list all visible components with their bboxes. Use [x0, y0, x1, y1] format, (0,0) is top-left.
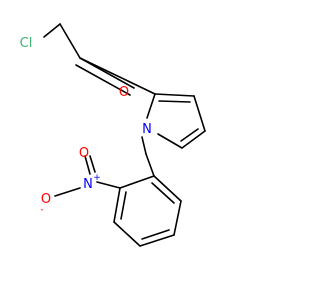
bond-benzene-6-1: [153, 175, 182, 202]
bond-carbonyl-o-b: [75, 64, 131, 96]
atom-cl: Cl: [20, 36, 33, 51]
bond-benzene-5-6: [173, 200, 182, 236]
bond-pyrrole-c3-c4: [193, 95, 206, 132]
atom-labels: Cl O N N + O O -: [20, 36, 152, 215]
bond-ch2-benzene: [145, 153, 155, 177]
atom-nitro-o-double: O: [79, 146, 89, 161]
atom-nitro-o-single: O: [41, 192, 51, 207]
atom-pyrrole-n: N: [142, 122, 152, 137]
atom-carbonyl-o: O: [119, 85, 129, 100]
bond-pyrrole-c2-c3-inner: [158, 100, 191, 103]
bond-nitro-n-o-double-a: [84, 155, 91, 175]
bond-benzene-1-2: [119, 175, 155, 189]
bond-benzene-6-1-inner: [151, 182, 175, 204]
bond-benzene-2-3-inner: [120, 191, 127, 220]
bond-carbonyl-c2: [79, 57, 156, 95]
bond-pyrrole-c4-c5-inner: [180, 128, 199, 142]
bond-benzene-2-3: [113, 187, 121, 223]
bonds: [43, 23, 206, 247]
bond-pyrrole-c4-c5: [181, 130, 206, 149]
bond-c2-nitro-n: [96, 181, 121, 189]
bond-nitro-n-o-double-b: [89, 155, 96, 173]
bond-n-ch2: [141, 136, 147, 155]
bond-pyrrole-c2-c3: [154, 93, 195, 97]
molecule-structure: Cl O N N + O O -: [20, 23, 206, 247]
bond-benzene-4-5: [139, 234, 175, 247]
bond-cl-ch2: [43, 23, 61, 38]
nitro-n-charge: +: [93, 173, 101, 183]
bond-pyrrole-c5-n: [157, 133, 183, 149]
atom-nitro-n: N: [83, 177, 93, 192]
bond-benzene-3-4: [113, 221, 141, 247]
bond-nitro-n-o-single: [54, 187, 81, 197]
nitro-o-charge: -: [40, 205, 43, 215]
bond-ch2-carbonyl: [59, 23, 81, 59]
bond-benzene-4-5-inner: [141, 229, 170, 240]
bond-pyrrole-n-c2: [146, 93, 156, 119]
